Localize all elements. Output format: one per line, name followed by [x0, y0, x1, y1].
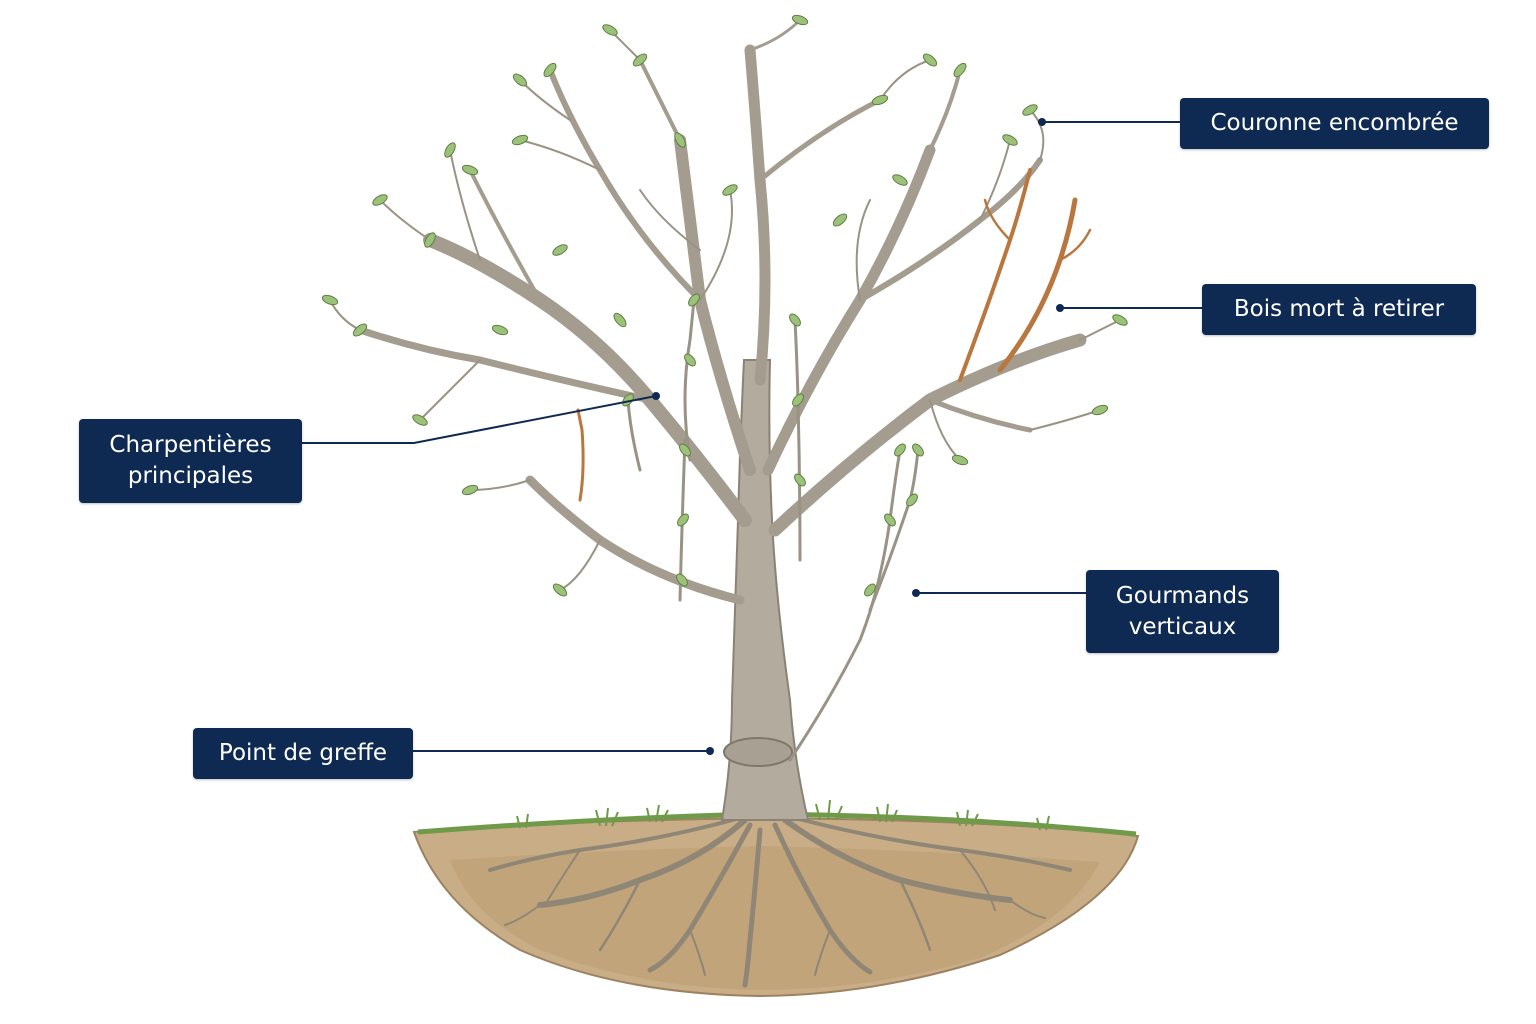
leader-lines — [302, 121, 1202, 752]
twigs — [329, 29, 1121, 591]
soil-shade — [450, 846, 1100, 990]
trunk — [720, 359, 810, 821]
label-dead-wood-text: Bois mort à retirer — [1233, 296, 1445, 322]
label-graft-point: Point de greffe — [193, 728, 413, 779]
leader-dots — [652, 118, 1064, 755]
grass-tufts — [516, 799, 1050, 831]
label-scaffold-line1: Charpentières — [109, 432, 272, 458]
label-scaffold-line2: principales — [127, 463, 254, 489]
leaves — [321, 14, 1128, 597]
label-dead-wood: Bois mort à retirer — [1202, 284, 1476, 335]
label-crowded-crown-text: Couronne encombrée — [1210, 110, 1459, 136]
label-water-sprouts-line2: verticaux — [1128, 613, 1237, 640]
leader-scaffold — [302, 395, 657, 444]
graft-swelling — [723, 737, 793, 767]
label-crowded-crown: Couronne encombrée — [1180, 98, 1489, 149]
scaffold-branches — [356, 18, 1087, 605]
roots — [488, 816, 1072, 988]
dead-wood — [576, 168, 1092, 502]
label-water-sprouts-line1: Gourmands — [1115, 582, 1250, 609]
label-graft-point-text: Point de greffe — [218, 740, 388, 766]
label-water-sprouts: Gourmands verticaux — [1086, 570, 1279, 653]
label-scaffold-branches: Charpentières principales — [79, 419, 302, 503]
